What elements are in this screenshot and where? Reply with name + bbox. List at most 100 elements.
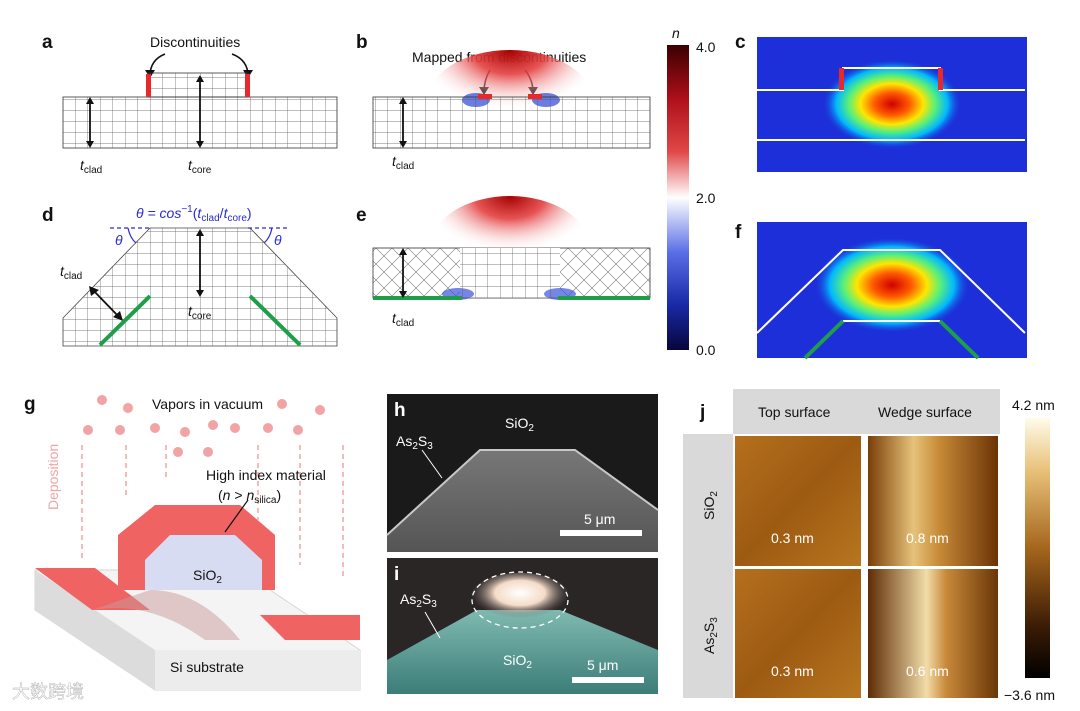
panel-d-letter: d [42, 205, 54, 226]
col-top-surface: Top surface [758, 404, 831, 420]
angle-arc [263, 227, 273, 244]
arrowhead-icon [89, 286, 123, 321]
roughness-value: 0.3 nm [771, 530, 814, 546]
panel-d: d θ = cos−1(tclad/tcore) θ θ tclad tcore [42, 204, 338, 347]
scale-bar-label: 5 μm [587, 657, 618, 673]
green-boundary [803, 319, 845, 360]
afm-as2s3-wedge [868, 569, 998, 698]
t-clad-label: tclad [60, 263, 82, 282]
discontinuity-marker [528, 94, 542, 99]
t-clad-label: tclad [80, 157, 102, 176]
row-sio2: SiO2 [701, 491, 720, 520]
waveguide-outline [756, 249, 1026, 334]
panel-i-letter: i [394, 564, 399, 585]
high-index-label: High index material [206, 467, 326, 483]
afm-colorbar [1025, 418, 1050, 678]
panel-e-letter: e [356, 205, 367, 226]
substrate-front [155, 650, 360, 690]
panel-e: e tclad [356, 196, 651, 329]
scale-bar [560, 530, 642, 536]
theta-left: θ [115, 232, 123, 248]
row-as2s3: As2S3 [701, 617, 720, 654]
substrate-label: Si substrate [170, 659, 244, 675]
panel-j-letter: j [699, 402, 705, 423]
panel-b-letter: b [356, 32, 368, 53]
theta-right: θ [274, 232, 282, 248]
sio2-label: SiO2 [505, 415, 534, 434]
panel-i: i As2S3 SiO2 5 μm [387, 558, 658, 694]
core-mesh [460, 248, 560, 298]
panel-j: j Top surface Wedge surface SiO2 As2S3 0… [683, 389, 1055, 703]
sio2-wedge [145, 535, 262, 590]
roughness-value: 0.8 nm [906, 530, 949, 546]
optical-mode [470, 573, 570, 623]
sio2-label: SiO2 [193, 567, 222, 586]
sio2-label: SiO2 [503, 652, 532, 671]
mode-circle [471, 571, 569, 629]
n-condition: (n > nsilica) [218, 487, 281, 506]
watermark: 大数跨境 [12, 682, 84, 702]
angle-arc [127, 227, 137, 244]
green-boundary [98, 294, 152, 347]
undercut-left [92, 590, 240, 640]
afm-sio2-top [735, 436, 861, 566]
discontinuity-marker [245, 74, 250, 97]
t-core-label: tcore [188, 157, 212, 176]
theta-equation: θ = cos−1(tclad/tcore) [136, 204, 252, 224]
panel-f: f [735, 222, 1027, 360]
pointer-line [424, 611, 441, 639]
panel-f-letter: f [735, 222, 742, 243]
pointer-line [224, 499, 249, 533]
colorbar-mid: 2.0 [696, 190, 716, 206]
vapors-label: Vapors in vacuum [152, 396, 263, 412]
as2s3-label: As2S3 [400, 591, 437, 610]
colorbar-symbol: n [672, 25, 680, 41]
panel-g: g Vapors in vacuum Deposition High index… [24, 394, 361, 691]
scale-bar [572, 677, 644, 683]
optical-wedge [387, 610, 658, 694]
afm-colorbar-min: −3.6 nm [1004, 687, 1055, 703]
green-boundary [938, 319, 980, 360]
sem-wedge [387, 450, 658, 552]
colorbar-max: 4.0 [696, 39, 716, 55]
sem-edge [386, 449, 659, 536]
panel-h: h SiO2 As2S3 5 μm [386, 394, 659, 552]
panel-b: b Mapped from discontinuities tclad [356, 32, 651, 172]
panel-c-letter: c [735, 32, 746, 53]
panel-h-letter: h [394, 400, 406, 421]
col-wedge-surface: Wedge surface [878, 404, 972, 420]
column-header-bar [733, 389, 1000, 434]
discontinuity-marker [478, 94, 492, 99]
colorbar-gradient [667, 45, 689, 350]
panel-a: a Discontinuities tclad tcore [42, 32, 338, 176]
panel-a-letter: a [42, 32, 53, 53]
arrowhead-icon [196, 229, 204, 297]
core-mesh [147, 72, 249, 98]
discontinuity-marker [938, 68, 943, 90]
roughness-value: 0.3 nm [771, 663, 814, 679]
mode-profile [814, 237, 970, 333]
row-header-bar [683, 434, 733, 698]
vapor-particles [83, 395, 325, 457]
afm-sio2-wedge [868, 436, 998, 566]
panel-g-letter: g [24, 394, 36, 415]
deposit-left [35, 568, 150, 610]
roughness-value: 0.6 nm [906, 663, 949, 679]
deposition-arrows [81, 445, 344, 580]
colorbar-min: 0.0 [696, 342, 716, 358]
pointer-line [421, 449, 443, 479]
t-clad-arrow [91, 288, 121, 319]
deposition-label: Deposition [45, 444, 61, 510]
afm-as2s3-top [735, 569, 861, 698]
green-boundary [248, 294, 302, 347]
discontinuity-marker [839, 68, 844, 90]
waveguide-outline [757, 67, 1025, 91]
substrate-side [35, 570, 155, 690]
t-core-label: tcore [188, 303, 212, 322]
as2s3-label: As2S3 [396, 433, 433, 452]
colorbar-n: n 4.0 2.0 0.0 [667, 25, 716, 358]
t-clad-label: tclad [392, 153, 414, 172]
t-clad-label: tclad [392, 310, 414, 329]
mode-profile [822, 59, 962, 149]
